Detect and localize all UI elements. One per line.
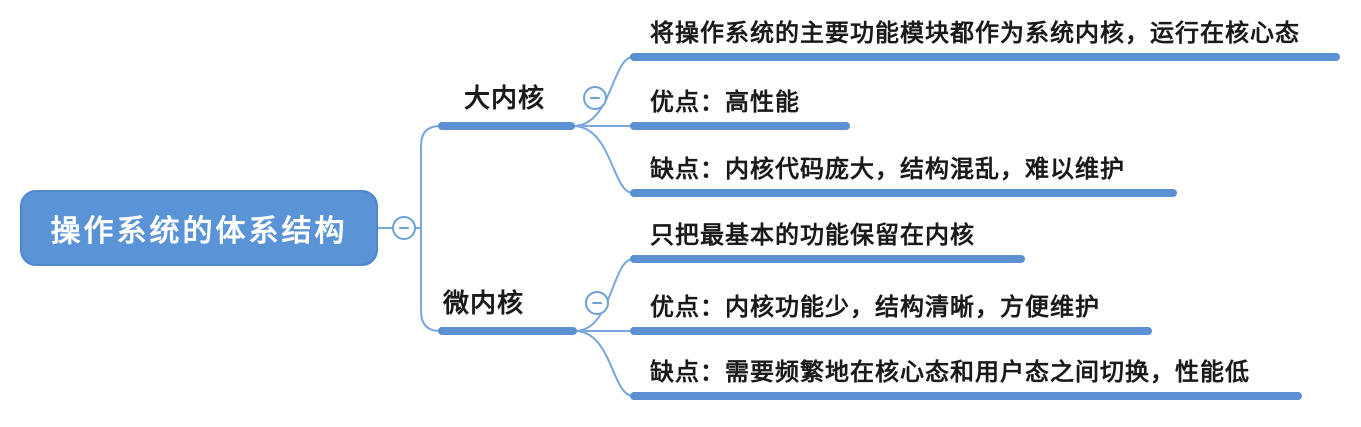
connector-fan-micro [574, 258, 634, 397]
collapse-button-root[interactable] [392, 216, 416, 240]
leaf-topic-micro-advantage[interactable]: 优点：内核功能少，结构清晰，方便维护 [630, 292, 1152, 335]
connector-fan-macro [572, 56, 634, 194]
topic-underline [630, 392, 1302, 400]
topic-underline [630, 53, 1340, 61]
leaf-topic-macro-description[interactable]: 将操作系统的主要功能模块都作为系统内核，运行在核心态 [630, 18, 1340, 61]
branch-topic-macrokernel[interactable]: 大内核 [438, 82, 575, 130]
leaf-topic-label: 优点：内核功能少，结构清晰，方便维护 [650, 294, 1100, 321]
topic-underline [630, 122, 850, 130]
branch-topic-label: 微内核 [443, 288, 525, 318]
root-topic-label: 操作系统的体系结构 [50, 215, 348, 248]
collapse-button-branch-macro[interactable] [583, 86, 607, 110]
leaf-topic-macro-disadvantage[interactable]: 缺点：内核代码庞大，结构混乱，难以维护 [630, 154, 1177, 197]
topic-underline [438, 327, 577, 335]
leaf-topic-label: 缺点：内核代码庞大，结构混乱，难以维护 [650, 156, 1125, 183]
topic-underline [438, 122, 575, 130]
branch-topic-label: 大内核 [464, 83, 546, 113]
minus-icon [592, 302, 602, 304]
topic-underline [630, 255, 1025, 263]
topic-underline [630, 327, 1152, 335]
leaf-topic-macro-advantage[interactable]: 优点：高性能 [630, 87, 850, 130]
minus-icon [399, 227, 409, 229]
leaf-topic-label: 缺点：需要频繁地在核心态和用户态之间切换，性能低 [650, 359, 1250, 386]
leaf-topic-micro-description[interactable]: 只把最基本的功能保留在内核 [630, 220, 1025, 263]
leaf-topic-label: 将操作系统的主要功能模块都作为系统内核，运行在核心态 [650, 20, 1300, 47]
root-topic[interactable]: 操作系统的体系结构 [20, 190, 378, 266]
connector-trunk-to-branch-macro [420, 125, 441, 229]
minus-icon [590, 97, 600, 99]
collapse-button-branch-micro[interactable] [585, 291, 609, 315]
connector-trunk-to-branch-micro [420, 227, 441, 332]
leaf-topic-micro-disadvantage[interactable]: 缺点：需要频繁地在核心态和用户态之间切换，性能低 [630, 357, 1302, 400]
topic-underline [630, 189, 1177, 197]
leaf-topic-label: 优点：高性能 [650, 89, 800, 116]
leaf-topic-label: 只把最基本的功能保留在内核 [650, 222, 975, 249]
branch-topic-microkernel[interactable]: 微内核 [438, 287, 577, 335]
